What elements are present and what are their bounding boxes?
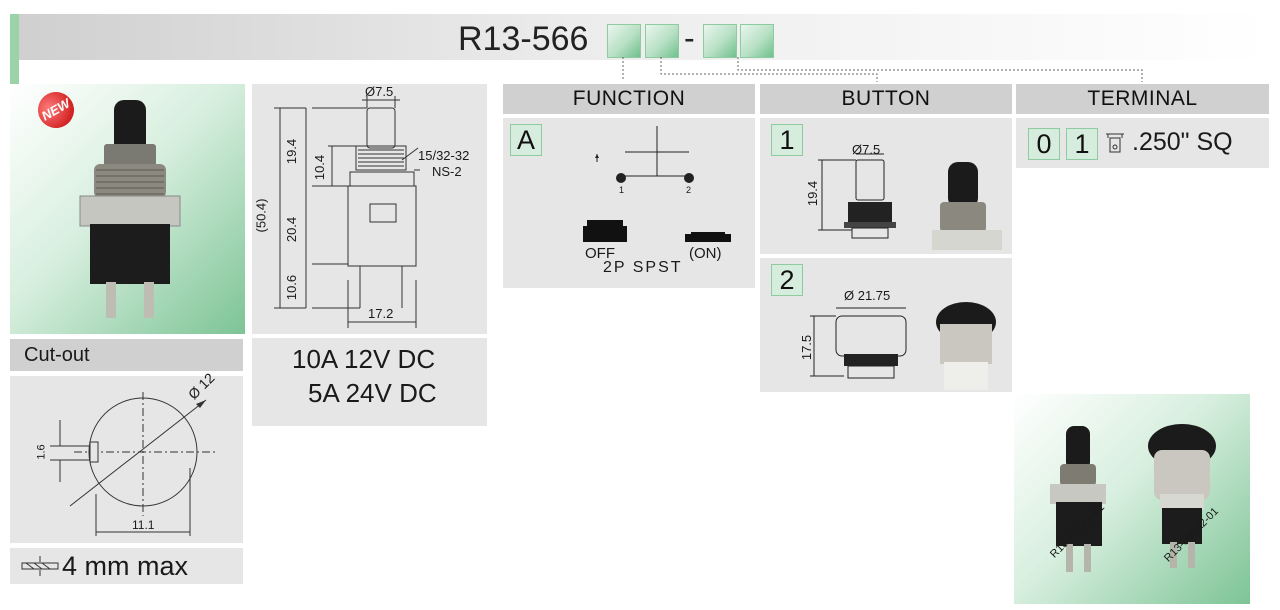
- cutout-header: Cut-out: [10, 339, 243, 371]
- panel-thickness-text: 4 mm max: [62, 551, 189, 581]
- switch-variants-icon: [1050, 424, 1216, 572]
- dim-body: 20.4: [284, 216, 300, 243]
- code-slot-button: [645, 24, 679, 58]
- cutout-drawing-panel: Ø 12 1.6 11.1: [10, 370, 243, 543]
- dim-diameter: Ø7.5: [365, 84, 394, 99]
- code-connectors: [622, 57, 1143, 82]
- thread-spec: 15/32-32: [418, 148, 470, 163]
- button-2-drawing: [810, 302, 996, 390]
- cutout-drawing: [50, 392, 218, 536]
- pin-2-label: 2: [686, 185, 692, 195]
- button-code-1[interactable]: 1: [771, 124, 803, 156]
- header-accent: [10, 14, 19, 84]
- spst-schematic: [583, 126, 731, 242]
- terminal-panel: 0 1 .250" SQ: [1016, 118, 1269, 168]
- panel-thickness-row: 4 mm max: [10, 548, 243, 584]
- panel-thickness-icon: [21, 556, 59, 576]
- terminal-code-0[interactable]: 0: [1028, 128, 1060, 160]
- button-option-1-panel: 1 Ø7.5 19.4: [760, 118, 1012, 254]
- button-1-diameter: Ø7.5: [852, 142, 881, 157]
- terminal-header: TERMINAL: [1016, 84, 1269, 114]
- dim-terminal: 10.6: [284, 274, 300, 301]
- cutout-width-dim: 11.1: [132, 518, 155, 532]
- model-number: R13-566: [458, 20, 589, 58]
- function-panel: A 1 2 OFF (ON) 2P SPST: [503, 118, 755, 288]
- code-slot-terminal-2: [740, 24, 774, 58]
- dim-height-top: 19.4: [284, 138, 300, 165]
- code-dash: -: [684, 20, 695, 56]
- function-code-a[interactable]: A: [510, 124, 542, 156]
- thread-spec-2: NS-2: [432, 164, 462, 179]
- button-code-2[interactable]: 2: [771, 264, 803, 296]
- spst-type-label: 2P SPST: [603, 259, 683, 276]
- switch-photo-icon: [79, 100, 181, 318]
- code-slot-function: [607, 24, 641, 58]
- quick-connect-terminal-icon: [1106, 133, 1124, 153]
- button-1-drawing: [818, 153, 1002, 250]
- terminal-code-1[interactable]: 1: [1066, 128, 1098, 160]
- dimension-drawing-panel: Ø7.5 19.4 10.4 15/32-32 NS-2 (50.4) 20.4…: [252, 84, 487, 334]
- button-header: BUTTON: [760, 84, 1012, 114]
- ratings-panel: 10A 12V DC 5A 24V DC: [252, 338, 487, 426]
- off-label: OFF: [585, 245, 615, 262]
- rating-line-1: 10A 12V DC: [292, 344, 436, 374]
- rating-line-2: 5A 24V DC: [308, 378, 437, 408]
- product-variants-photo: R13-566A1-01 R13-566A2-01: [1014, 394, 1250, 604]
- new-badge-label: NEW: [38, 95, 73, 124]
- on-label: (ON): [689, 245, 722, 262]
- button-2-diameter: Ø 21.75: [844, 288, 891, 303]
- button-2-height: 17.5: [799, 334, 815, 361]
- dim-height-thread: 10.4: [312, 154, 328, 181]
- switch-dimension-drawing: [274, 96, 420, 328]
- button-option-2-panel: 2 Ø 21.75 17.5: [760, 258, 1012, 392]
- cutout-title: Cut-out: [24, 344, 90, 366]
- code-slot-terminal-1: [703, 24, 737, 58]
- terminal-label: .250" SQ: [1132, 128, 1233, 156]
- function-header: FUNCTION: [503, 84, 755, 114]
- dim-width: 17.2: [368, 306, 394, 321]
- pin-1-label: 1: [619, 185, 625, 195]
- cutout-key-dim: 1.6: [35, 444, 48, 460]
- button-1-height: 19.4: [805, 180, 821, 207]
- dim-total: (50.4): [253, 198, 269, 233]
